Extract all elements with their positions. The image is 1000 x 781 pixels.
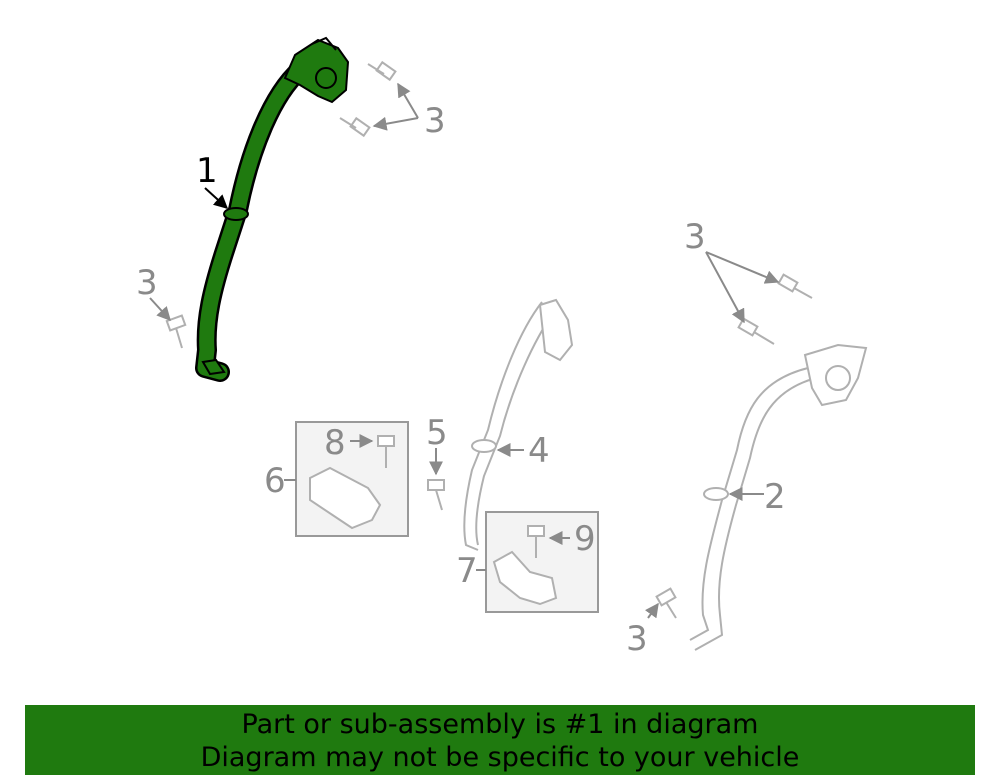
seat-belt-assembly-part-1[interactable] (195, 36, 350, 382)
callout-3-right: 3 (684, 217, 706, 257)
callout-9: 9 (574, 519, 596, 559)
leader-lines (149, 82, 780, 619)
bolt-part-3-bottom (655, 587, 677, 619)
banner-line-2: Diagram may not be specific to your vehi… (200, 742, 800, 773)
bolt-part-3-top-b (339, 116, 371, 138)
bolt-part-9 (527, 525, 545, 558)
callout-3-left: 3 (136, 263, 158, 303)
callout-8: 8 (324, 423, 346, 463)
bolt-part-5 (427, 479, 445, 511)
bolt-part-3-right-a (777, 273, 813, 299)
seat-belt-assembly-part-2 (689, 343, 868, 651)
callout-1: 1 (196, 151, 218, 191)
callout-2: 2 (764, 477, 786, 517)
callout-7: 7 (456, 551, 478, 591)
callout-6: 6 (264, 461, 286, 501)
info-banner: Part or sub-assembly is #1 in diagram Di… (25, 705, 975, 775)
part-7-box (485, 511, 599, 613)
bolt-part-3-top-a (367, 60, 397, 82)
callout-3-bottom: 3 (626, 619, 648, 659)
banner-line-1: Part or sub-assembly is #1 in diagram (241, 709, 759, 740)
callout-5: 5 (426, 413, 448, 453)
parts-diagram: 1 3 3 3 3 2 4 5 6 7 8 9 (136, 36, 868, 659)
bolt-part-3-left (165, 314, 187, 349)
part-6-box (295, 421, 409, 537)
seat-belt-part-4 (463, 298, 574, 551)
bolt-part-8 (377, 435, 395, 468)
bolt-part-3-right-b (737, 317, 775, 345)
callout-3-top: 3 (424, 101, 446, 141)
callout-4: 4 (528, 431, 550, 471)
